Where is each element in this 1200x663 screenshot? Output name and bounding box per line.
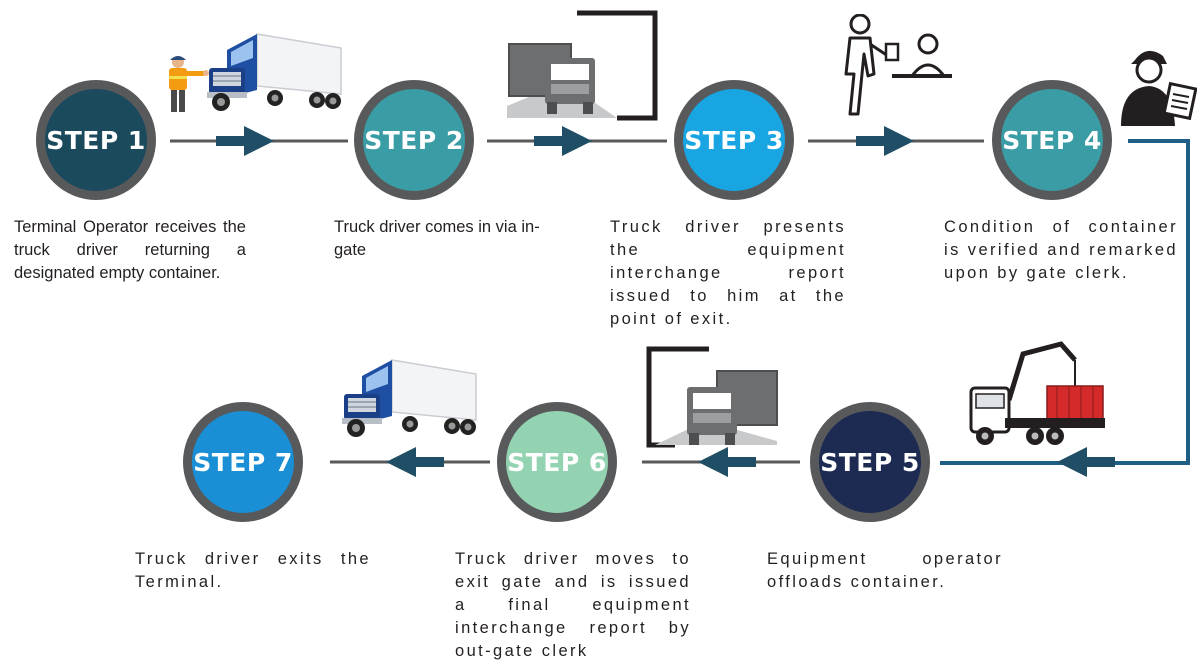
arrow-left-6-7 (386, 447, 444, 477)
crane-truck-container-icon (969, 341, 1105, 445)
process-diagram: STEP 1 STEP 2 STEP 3 STEP 4 STEP 5 STEP … (14, 10, 1197, 660)
step-2-description: Truck driver comes in via in-gate (334, 218, 540, 259)
step-5-description: Equipment operator offloads container. (767, 550, 1003, 591)
blue-truck-icon (342, 359, 477, 437)
step-7-circle: STEP 7 (183, 402, 303, 522)
truck-entering-gate-icon (507, 10, 658, 121)
driver-with-clerk-icon (844, 14, 952, 116)
blue-truck-icon (207, 33, 342, 111)
step-1-circle: STEP 1 (36, 80, 156, 200)
arrow-left-5-6 (698, 447, 756, 477)
truck-exiting-gate-icon (646, 346, 778, 448)
step-4-circle: STEP 4 (992, 80, 1112, 200)
step-6-circle: STEP 6 (497, 402, 617, 522)
step-3-circle: STEP 3 (674, 80, 794, 200)
step-4-description: Condition of container is verified and r… (944, 218, 1178, 282)
connector-layer (170, 126, 1190, 477)
arrow-left-4-5 (1057, 447, 1115, 477)
step-1-description: Terminal Operator receives the truck dri… (14, 218, 246, 282)
step-5-circle: STEP 5 (810, 402, 930, 522)
step-7-description: Truck driver exits the Terminal. (135, 550, 371, 591)
traffic-officer-icon (169, 56, 209, 112)
arrow-right-2 (534, 126, 592, 156)
gate-clerk-icon (1121, 50, 1197, 126)
step-3-description: Truck driver presents the equipment inte… (610, 218, 846, 328)
step-2-circle: STEP 2 (354, 80, 474, 200)
arrow-right-3 (856, 126, 914, 156)
arrow-right-1 (216, 126, 274, 156)
